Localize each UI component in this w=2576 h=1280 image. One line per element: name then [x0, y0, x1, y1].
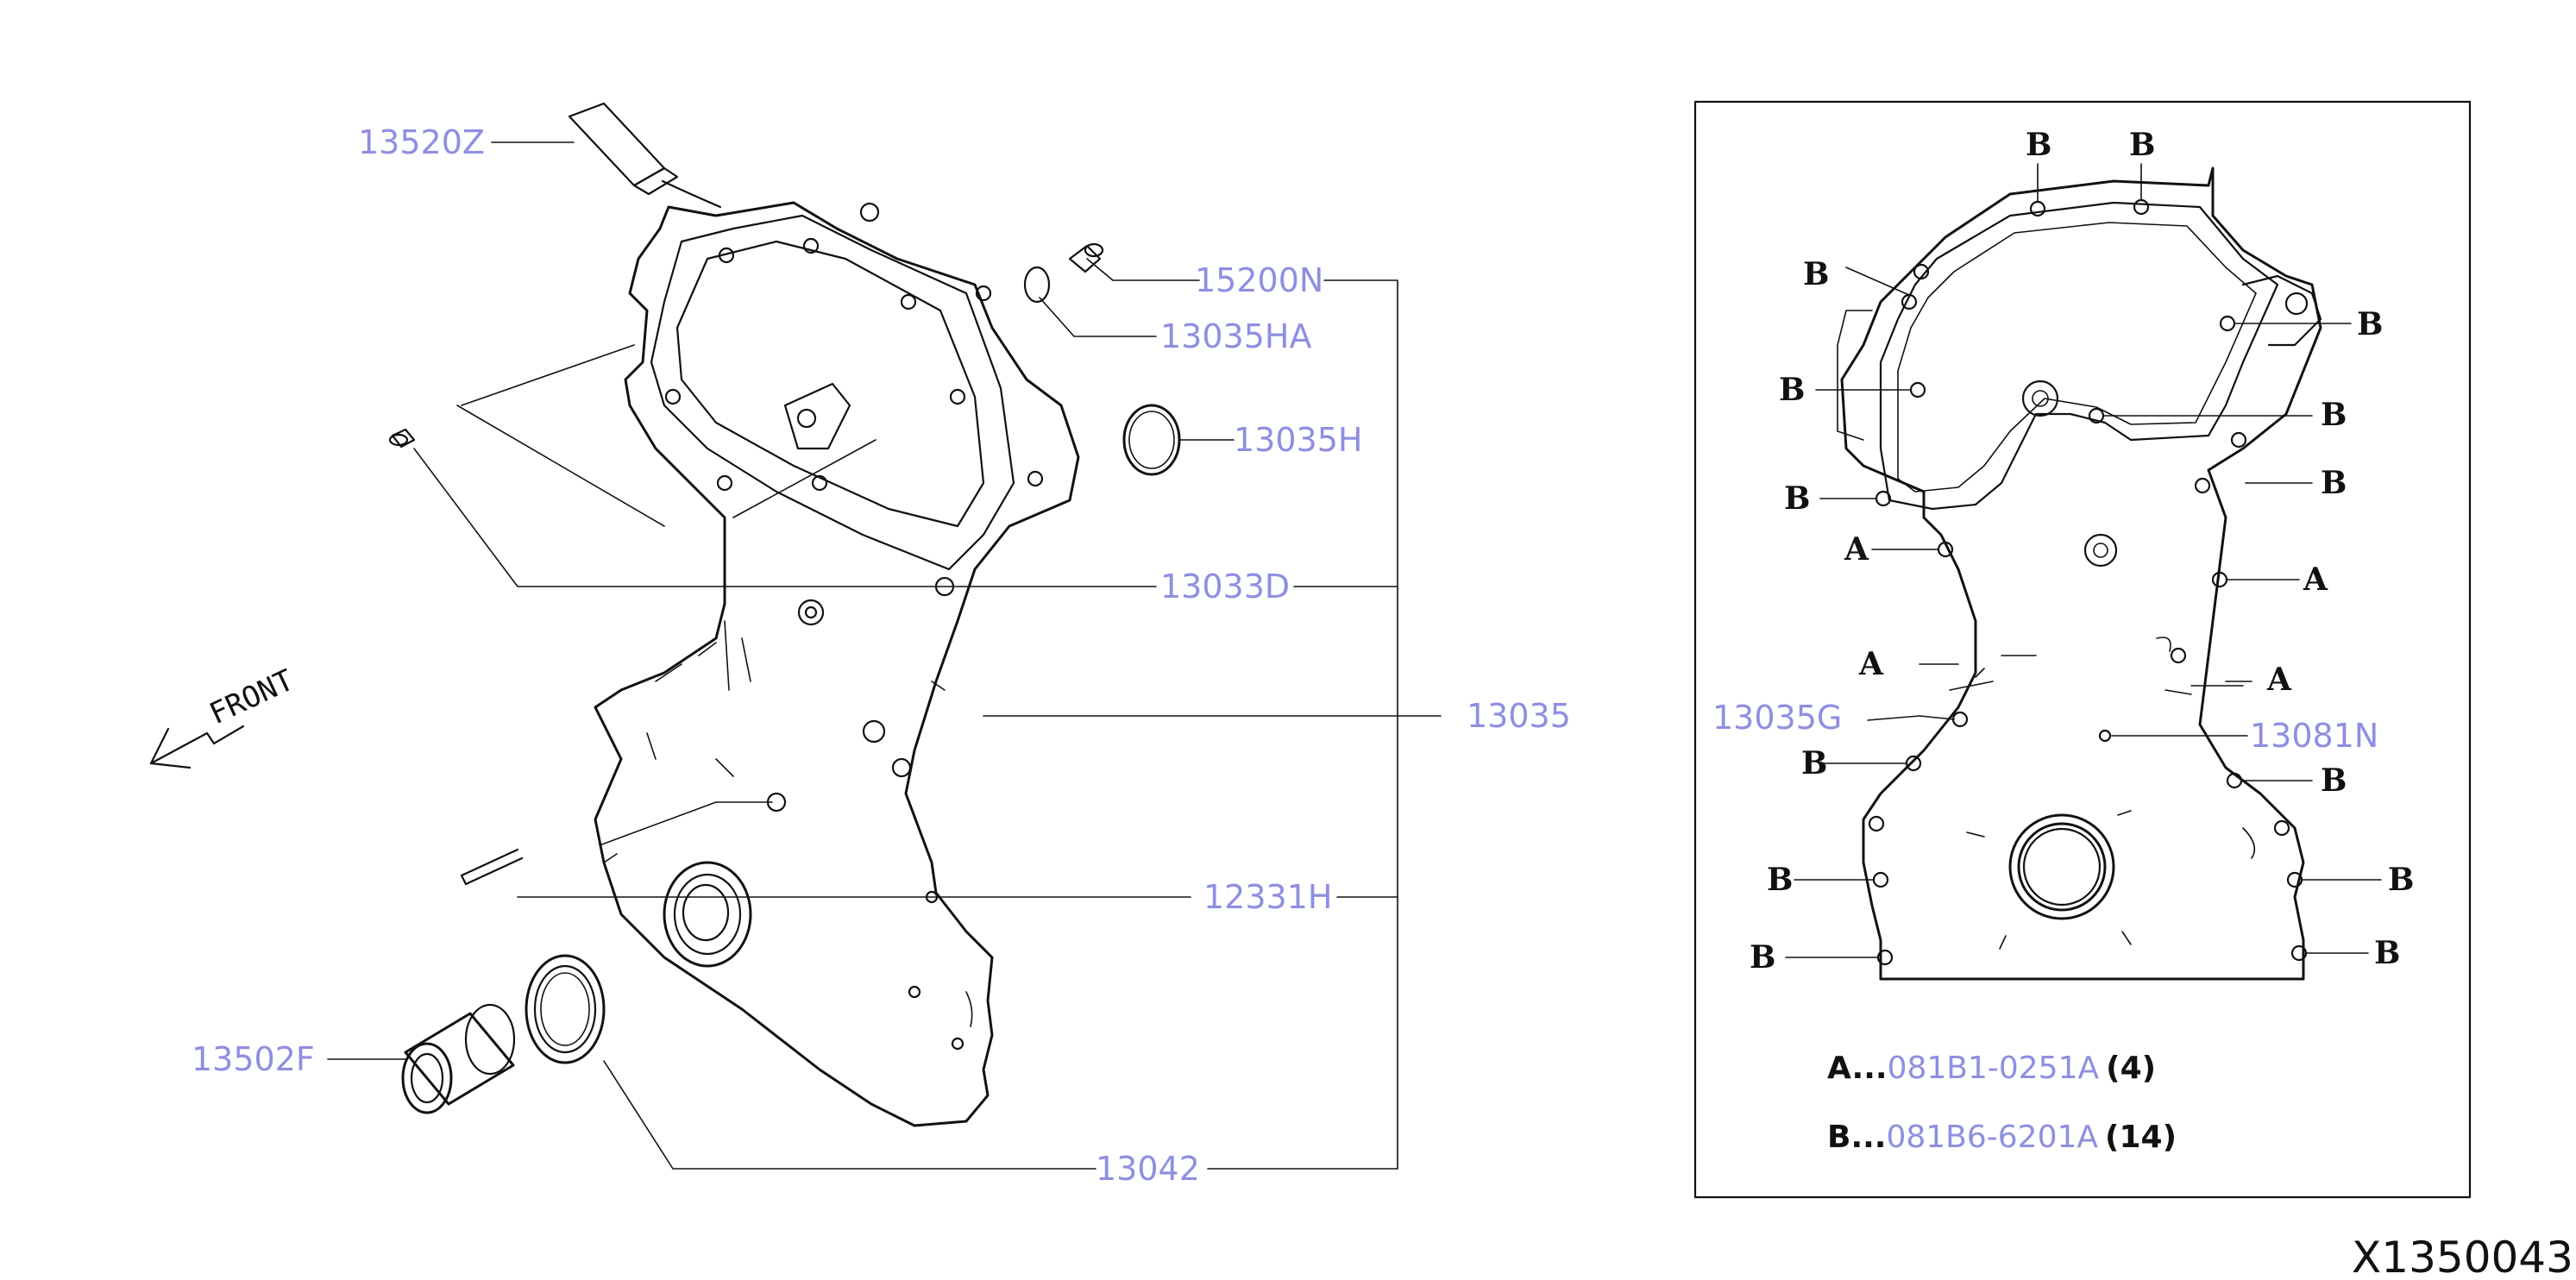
- front-label: FRONT: [204, 663, 299, 732]
- callout-13035H[interactable]: 13035H: [1234, 421, 1362, 459]
- bolt-label-b: B: [1784, 480, 1810, 517]
- bolt-label-b: B: [2321, 465, 2347, 501]
- front-arrow-icon: [149, 725, 245, 769]
- sleeve-icon: [401, 1003, 516, 1114]
- callout-13042[interactable]: 13042: [1096, 1150, 1200, 1188]
- callout-13502F[interactable]: 13502F: [192, 1040, 315, 1078]
- bolt-label-b: B: [2321, 397, 2347, 433]
- legend-b-key: B...: [1827, 1120, 1886, 1155]
- o-ring-small-icon: [1023, 266, 1051, 304]
- bolt-label-b: B: [1803, 256, 1829, 292]
- callout-12331H[interactable]: 12331H: [1203, 878, 1332, 916]
- callout-13033D[interactable]: 13033D: [1160, 568, 1290, 605]
- oil-seal-icon: [525, 954, 606, 1064]
- legend-a-qty: (4): [2106, 1051, 2156, 1086]
- legend-a-key: A...: [1827, 1051, 1888, 1086]
- bolt-label-a: A: [2303, 562, 2328, 598]
- legend-row-a: A...081B1-0251A(4): [1827, 1051, 2156, 1086]
- o-ring-large-icon: [1122, 404, 1181, 476]
- sealant-tube-icon: [568, 102, 722, 209]
- bolt-label-b: B: [2129, 127, 2155, 163]
- bolt-label-b: B: [1750, 939, 1775, 976]
- plug-icon: [1068, 242, 1104, 273]
- long-pin-icon: [460, 848, 524, 886]
- legend-b-part[interactable]: 081B6-6201A: [1886, 1120, 2098, 1155]
- bolt-label-b: B: [2026, 127, 2051, 163]
- bolt-label-a: A: [1844, 531, 1869, 568]
- dowel-pin-icon: [388, 428, 416, 449]
- callout-15200N[interactable]: 15200N: [1195, 261, 1323, 299]
- bolt-label-b: B: [2357, 306, 2383, 342]
- callout-13081N[interactable]: 13081N: [2250, 717, 2378, 755]
- leader-lines: [327, 141, 1442, 1170]
- bolt-holes: [1868, 198, 2308, 966]
- bolt-label-b: B: [1801, 745, 1827, 781]
- bolt-label-b: B: [2321, 762, 2347, 799]
- bolt-label-a: A: [2266, 662, 2292, 698]
- callout-13035HA[interactable]: 13035HA: [1160, 317, 1311, 355]
- bolt-label-b: B: [1779, 372, 1805, 408]
- callout-13035[interactable]: 13035: [1467, 697, 1571, 735]
- bolt-leaders: [1785, 163, 2382, 958]
- callout-13035G[interactable]: 13035G: [1712, 699, 1842, 737]
- exploded-view: FRONT 13520Z 15200N 13035HA 13035H 1303: [149, 102, 1571, 1188]
- bolt-label-a: A: [1858, 646, 1884, 682]
- callout-13520Z[interactable]: 13520Z: [358, 123, 485, 161]
- bolt-label-b: B: [2388, 862, 2414, 898]
- legend-b-qty: (14): [2105, 1120, 2177, 1155]
- diagram-reference: X1350043: [2352, 1233, 2573, 1280]
- timing-cover-part: [594, 201, 1080, 1127]
- bolt-legend: A...081B1-0251A(4) B...081B6-6201A(14): [1827, 1051, 2177, 1155]
- bolt-label-b: B: [2374, 935, 2400, 971]
- legend-a-part[interactable]: 081B1-0251A: [1888, 1051, 2100, 1086]
- bolt-label-b: B: [1767, 862, 1793, 898]
- bolt-location-detail: B B B B B B B B B B B B B B A A A A 1303…: [1693, 100, 2472, 1199]
- legend-row-b: B...081B6-6201A(14): [1827, 1120, 2177, 1155]
